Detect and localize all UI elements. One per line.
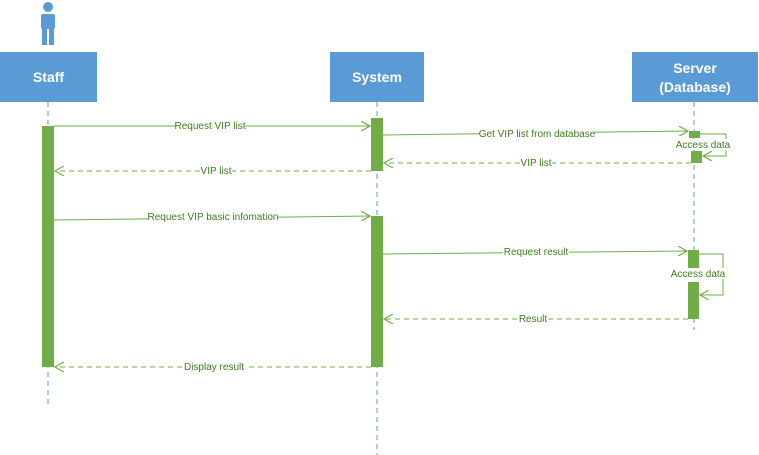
activation-server-1 — [689, 131, 700, 138]
message-access-data-2: Access data — [671, 253, 726, 295]
message-vip-list-return-2: VIP list — [55, 165, 371, 177]
activation-server-3 — [688, 250, 699, 268]
message-label: Get VIP list from database — [479, 129, 596, 140]
message-label: VIP list — [521, 158, 552, 169]
activation-system-2 — [371, 216, 383, 367]
message-display-result: Display result — [55, 361, 371, 373]
message-vip-list-return-1: VIP list — [384, 157, 691, 169]
activation-server-4 — [688, 282, 699, 319]
participant-server-label-line2: (Database) — [659, 79, 731, 95]
message-request-vip-basic-information: Request VIP basic infomation — [53, 211, 370, 223]
activation-system-1 — [371, 118, 383, 171]
message-label: Request result — [504, 247, 569, 258]
message-label: Access data — [676, 140, 731, 151]
message-result: Result — [384, 313, 688, 325]
message-request-vip-list: Request VIP list — [54, 120, 370, 132]
message-access-data-1: Access data — [676, 133, 731, 156]
message-label: VIP list — [201, 166, 232, 177]
message-label: Request VIP basic infomation — [147, 212, 278, 223]
participant-system: System — [330, 52, 424, 102]
activation-server-2 — [691, 151, 702, 163]
participant-server-label-line1: Server — [673, 60, 717, 76]
participant-staff-label: Staff — [33, 69, 64, 85]
message-get-vip-list-from-database: Get VIP list from database — [382, 128, 688, 140]
message-label: Access data — [671, 269, 726, 280]
message-label: Display result — [184, 362, 244, 373]
message-label: Request VIP list — [175, 121, 246, 132]
activation-staff — [42, 126, 54, 367]
message-request-result: Request result — [382, 246, 687, 258]
message-label: Result — [519, 314, 548, 325]
participant-server: Server (Database) — [632, 52, 758, 102]
participant-staff: Staff — [0, 52, 97, 102]
participant-system-label: System — [352, 69, 402, 85]
person-icon — [41, 2, 55, 45]
